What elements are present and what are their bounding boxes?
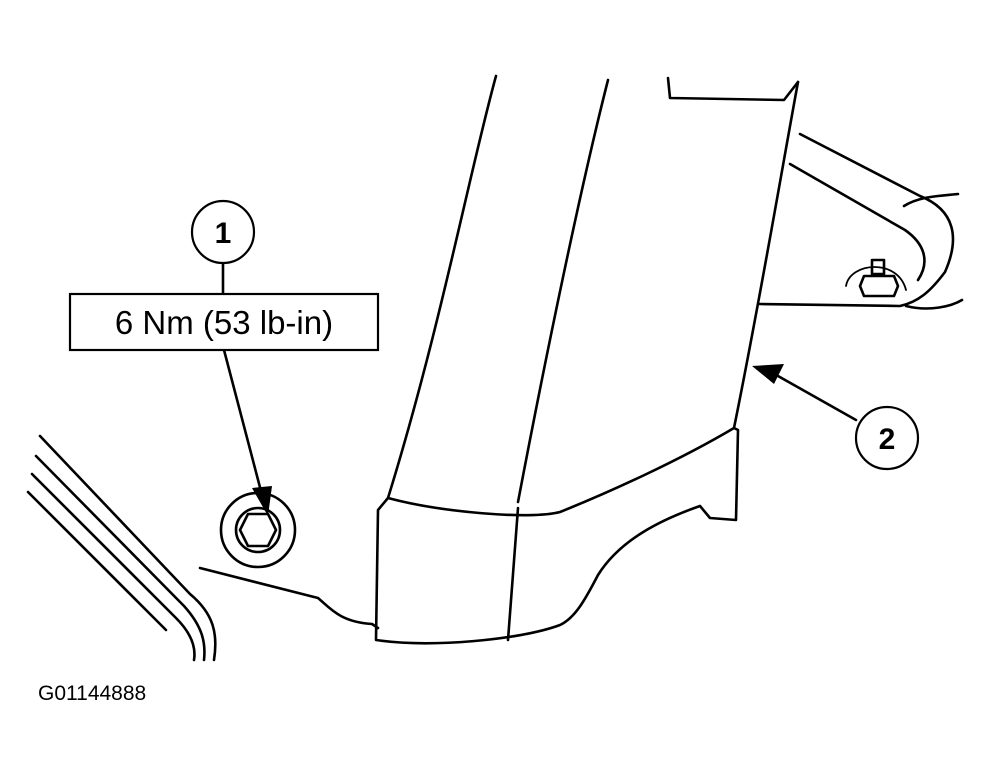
arrowhead-item-2	[752, 364, 784, 384]
screw-fastener	[219, 491, 297, 569]
trim-panel-inner-crease	[506, 78, 610, 642]
callout-1-number: 1	[215, 217, 232, 250]
arrowhead-item-1	[252, 486, 272, 516]
trim-panel-left-edge	[386, 74, 498, 500]
trim-panel-bend-line	[386, 426, 736, 517]
adjacent-panel-edge-3	[30, 472, 196, 662]
adjacent-panel	[26, 434, 380, 662]
bracket-lower-edge	[904, 298, 964, 310]
torque-spec-text: 6 Nm (53 lb-in)	[115, 304, 333, 341]
leader-line-box-to-screw	[222, 348, 264, 497]
leader-line-item-2	[776, 374, 858, 422]
callout-1: 1	[190, 199, 256, 265]
leader-item-1	[221, 260, 272, 516]
screw-hex-head	[238, 512, 278, 548]
seam-line	[198, 566, 380, 630]
adjacent-panel-edge-2	[34, 454, 206, 662]
bracket-outline	[758, 132, 955, 308]
nut-hex	[858, 274, 900, 298]
leader-item-2	[752, 364, 858, 422]
callout-2: 2	[854, 405, 920, 471]
mounting-bracket	[758, 132, 964, 310]
bracket-nut	[845, 258, 907, 298]
bracket-back-edge	[902, 192, 960, 208]
adjacent-panel-edge-4	[26, 490, 168, 632]
torque-spec-box: 6 Nm (53 lb-in)	[68, 292, 380, 352]
screw-washer-inner	[234, 506, 282, 554]
nut-washer-arc	[845, 266, 907, 291]
screw-washer-outer	[219, 491, 297, 569]
figure-id: G01144888	[38, 682, 146, 705]
trim-panel-right-edge	[732, 80, 800, 430]
bracket-inner-edge	[788, 162, 926, 282]
adjacent-panel-edge-1	[38, 434, 217, 662]
trim-panel-top-notch	[666, 76, 800, 102]
callout-2-number: 2	[879, 423, 896, 456]
trim-panel-lower-outline	[374, 426, 740, 645]
nut-stud	[870, 258, 886, 276]
trim-panel	[374, 74, 800, 645]
